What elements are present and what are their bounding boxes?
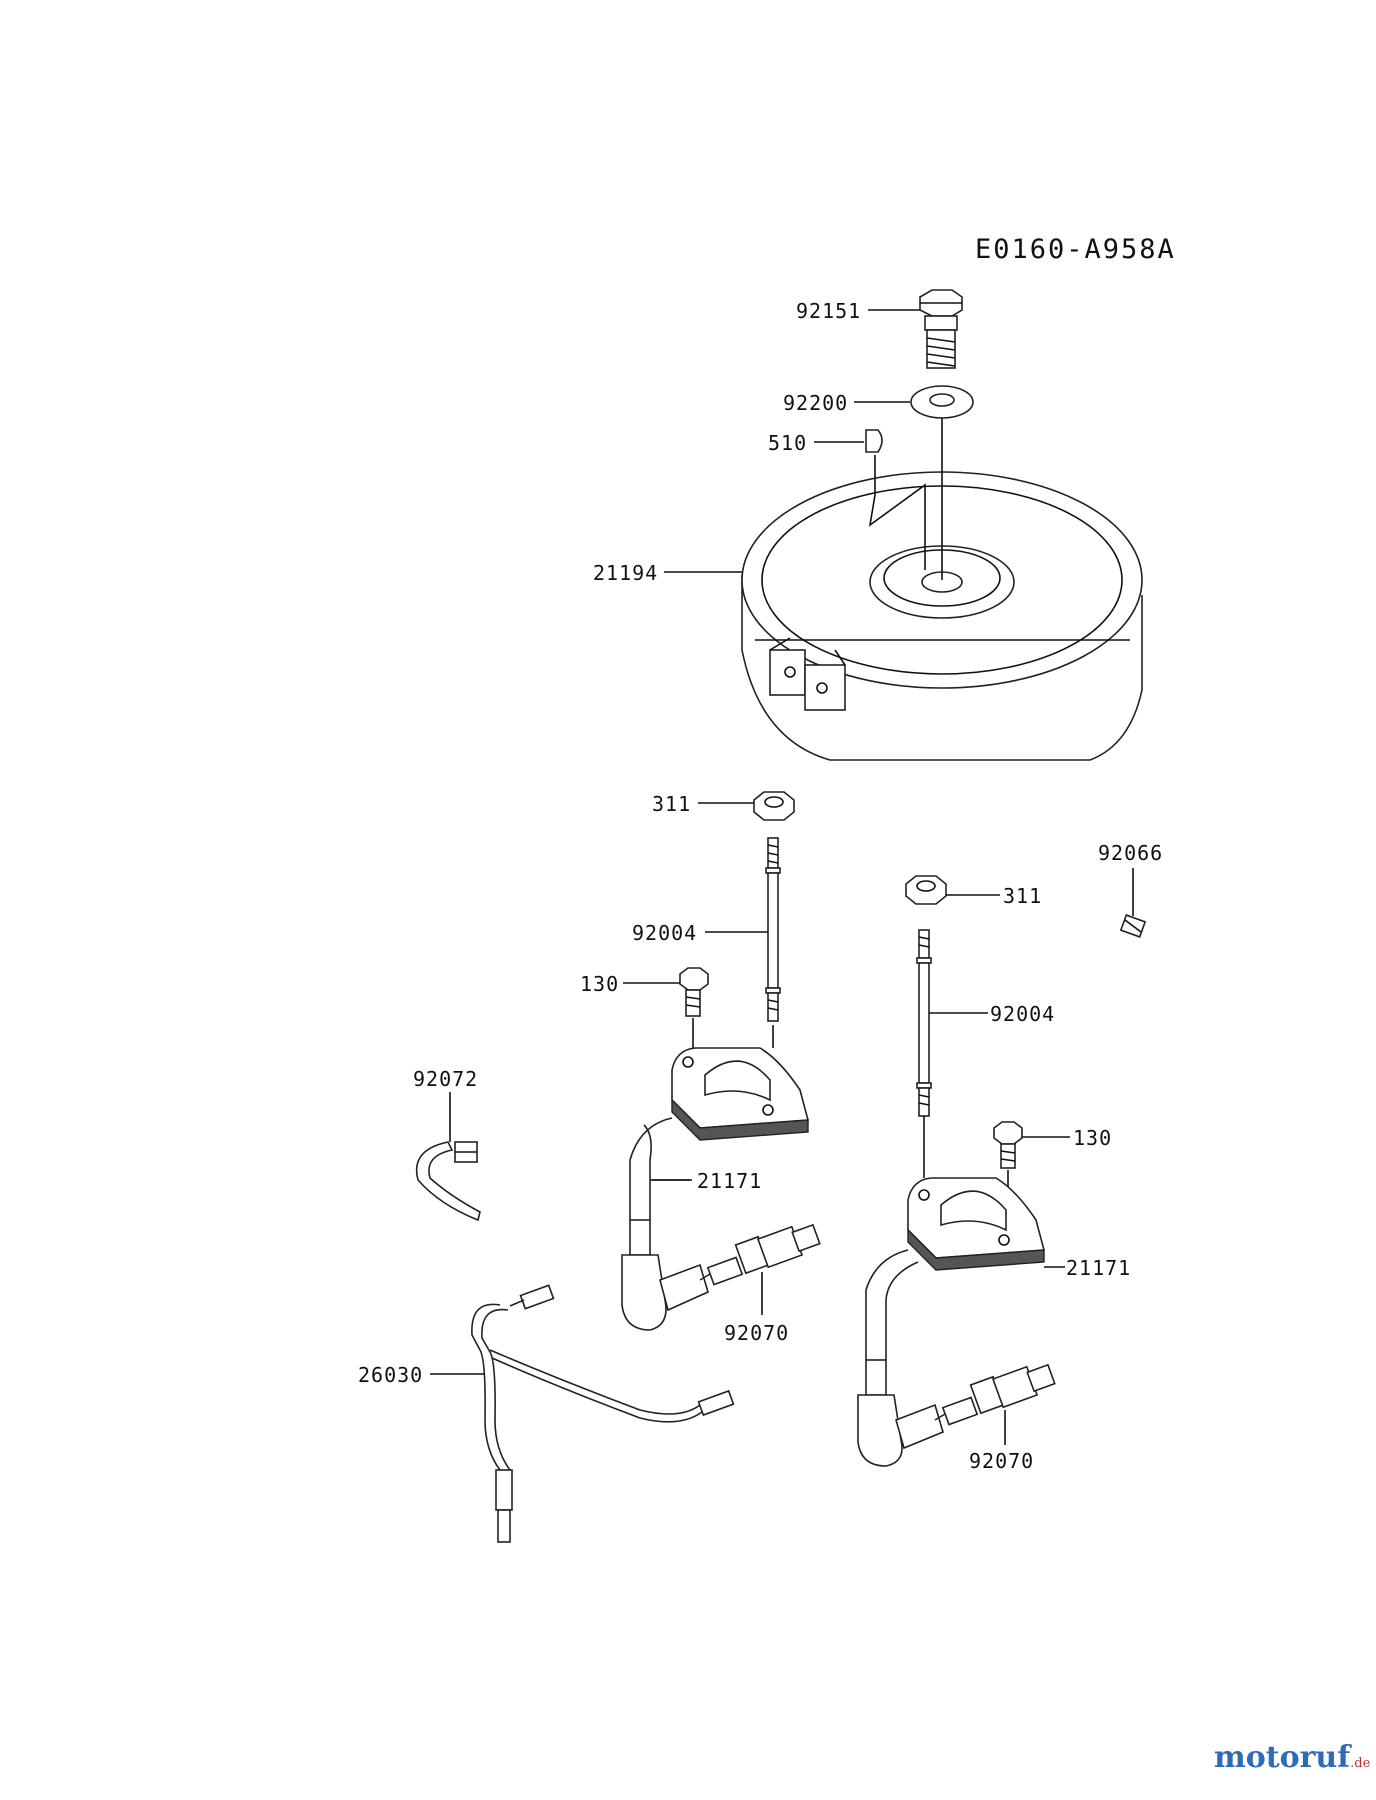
- lead-wire-part: [471, 1284, 735, 1543]
- stud-right-part: [916, 929, 932, 1117]
- label-coil-left: 21171: [697, 1169, 762, 1193]
- stud-left-part: [765, 837, 781, 1022]
- bolt-part: [919, 289, 963, 369]
- screw-right-part: [993, 1121, 1023, 1169]
- brand-suffix: .de: [1350, 1756, 1371, 1771]
- brand-watermark: motoruf.de: [1214, 1740, 1370, 1775]
- key-part: [865, 429, 883, 453]
- diagram-code: E0160-A958A: [975, 234, 1176, 265]
- nut-left-part: [753, 791, 795, 821]
- label-nut-left: 311: [652, 792, 691, 816]
- clamp-part: [1119, 914, 1147, 938]
- label-plug-right: 92070: [969, 1449, 1034, 1473]
- label-stud-right: 92004: [990, 1002, 1055, 1026]
- flywheel-part: [741, 471, 1143, 761]
- label-stud-left: 92004: [632, 921, 697, 945]
- brand-name: motoruf: [1214, 1740, 1351, 1775]
- plug-right-part: [934, 1363, 1056, 1426]
- band-part: [415, 1141, 481, 1222]
- label-bolt: 92151: [796, 299, 861, 323]
- label-washer: 92200: [783, 391, 848, 415]
- washer-part: [910, 385, 974, 419]
- label-screw-left: 130: [580, 972, 619, 996]
- label-clamp: 92066: [1098, 841, 1163, 865]
- label-flywheel: 21194: [593, 561, 658, 585]
- label-plug-left: 92070: [724, 1321, 789, 1345]
- label-screw-right: 130: [1073, 1126, 1112, 1150]
- plug-left-part: [699, 1223, 821, 1286]
- coil-right-part: [907, 1177, 1046, 1271]
- label-lead-wire: 26030: [358, 1363, 423, 1387]
- label-nut-right: 311: [1003, 884, 1042, 908]
- coil-left-part: [671, 1047, 810, 1141]
- label-coil-right: 21171: [1066, 1256, 1131, 1280]
- label-band: 92072: [413, 1067, 478, 1091]
- screw-left-part: [679, 967, 709, 1017]
- label-key: 510: [768, 431, 807, 455]
- nut-right-part: [905, 875, 947, 905]
